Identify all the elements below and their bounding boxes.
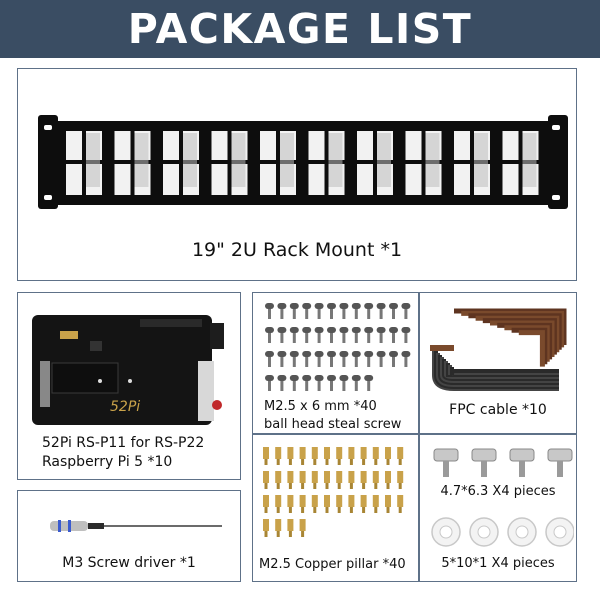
hardware-box: 4.7*6.3 X4 pieces 5*10*1 X4 pieces [419,434,577,582]
fpc-box: FPC cable *10 [419,292,577,434]
rack-mount-label: 19" 2U Rack Mount *1 [191,239,403,261]
screwdriver-image [50,520,222,532]
board-box: 52Pi 52Pi RS-P11 for RS-P22 Raspberry Pi… [17,292,241,480]
thumb-screws-image [433,448,573,477]
screws-label-line2: ball head steal screw [264,417,402,432]
screws-box: M2.5 x 6 mm *40 ball head steal screw [252,292,419,434]
pillars-image [263,447,404,537]
pillars-label: M2.5 Copper pillar *40 [259,557,406,572]
header-banner: PACKAGE LIST [0,0,600,58]
page-title: PACKAGE LIST [127,5,473,53]
board-label-line2: Raspberry Pi 5 *10 [42,454,173,470]
rack-mount-box: 19" 2U Rack Mount *1 [17,68,577,281]
board-image: 52Pi [32,315,224,425]
screwdriver-label: M3 Screw driver *1 [62,555,196,571]
screwdriver-box: M3 Screw driver *1 [17,490,241,582]
fpc-cable-image [430,308,567,391]
thumb-screws-label: 4.7*6.3 X4 pieces [440,484,556,499]
screws-label-line1: M2.5 x 6 mm *40 [264,399,377,414]
washers-label: 5*10*1 X4 pieces [441,556,555,571]
board-label-line1: 52Pi RS-P11 for RS-P22 [42,435,205,451]
washers-image [431,517,574,547]
rack-mount-image [38,115,568,209]
board-brand-text: 52Pi [110,399,140,415]
screws-image [265,303,411,391]
fpc-label: FPC cable *10 [449,402,547,418]
pillars-box: M2.5 Copper pillar *40 [252,434,419,582]
